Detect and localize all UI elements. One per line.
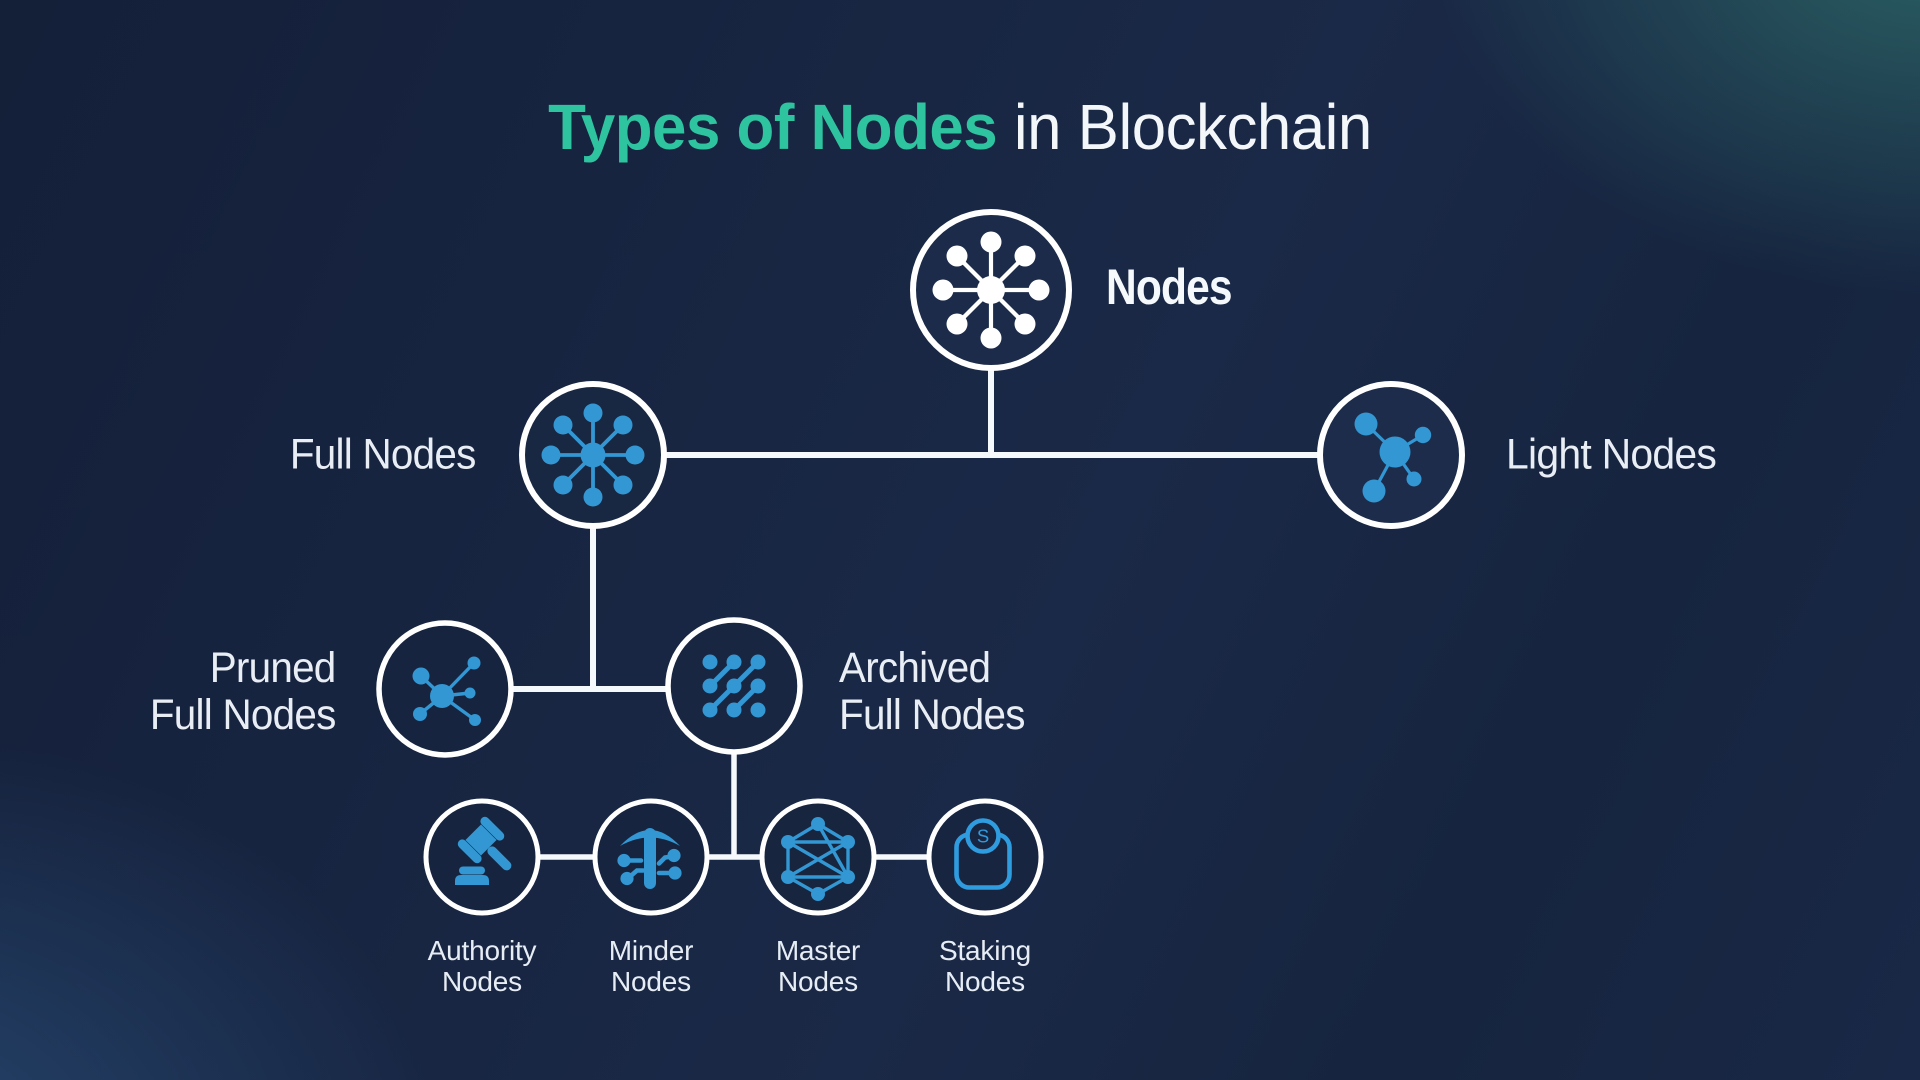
label-authority-line1: Authority <box>427 935 537 966</box>
node-staking-circle <box>926 798 1044 916</box>
label-minder-line2: Nodes <box>611 966 691 997</box>
node-authority-circle <box>423 798 541 916</box>
label-minder-line1: Minder <box>608 935 694 966</box>
node-full <box>519 381 667 529</box>
pickaxe-icon <box>617 828 682 889</box>
label-staking-line2: Nodes <box>945 966 1025 997</box>
label-authority-line2: Nodes <box>442 966 522 997</box>
stake-weight-icon: S <box>954 818 1012 890</box>
hub-network-icon <box>932 231 1050 349</box>
label-authority-nodes: Authority Nodes <box>428 935 537 997</box>
label-pruned-line1: Pruned <box>210 644 337 692</box>
hub-network-icon-blue <box>541 403 645 507</box>
label-staking-nodes: Staking Nodes <box>939 935 1031 997</box>
node-master-circle <box>759 798 877 916</box>
label-minder-nodes: Minder Nodes <box>608 935 694 997</box>
node-authority <box>423 798 541 916</box>
title-highlight: Types of Nodes <box>548 91 998 163</box>
node-master <box>759 798 877 916</box>
node-pruned <box>376 620 514 758</box>
label-master-line1: Master <box>775 935 861 966</box>
tree-edges <box>445 290 1391 860</box>
dot-grid-icon <box>702 654 766 718</box>
label-full-nodes: Full Nodes <box>290 430 476 479</box>
molecule-icon <box>1354 412 1432 503</box>
node-archived <box>665 617 803 755</box>
node-root <box>910 209 1072 371</box>
label-staking-line1: Staking <box>939 935 1031 966</box>
mesh-network-icon <box>781 817 855 901</box>
molecule-small-icon <box>412 656 481 726</box>
title-rest: in Blockchain <box>997 91 1372 163</box>
label-master-nodes: Master Nodes <box>775 935 861 997</box>
label-nodes: Nodes <box>1106 259 1232 315</box>
node-light <box>1317 381 1465 529</box>
label-archived-full-nodes: Archived Full Nodes <box>839 645 1025 739</box>
label-archived-line2: Full Nodes <box>839 691 1025 739</box>
label-light-nodes: Light Nodes <box>1506 430 1717 479</box>
node-minder <box>592 798 710 916</box>
label-master-line2: Nodes <box>778 966 858 997</box>
page-title: Types of Nodes in Blockchain <box>548 90 1372 164</box>
node-staking: S <box>926 798 1044 916</box>
label-pruned-full-nodes: Pruned Full Nodes <box>150 645 336 739</box>
label-archived-line1: Archived <box>839 644 991 692</box>
label-pruned-line2: Full Nodes <box>150 691 336 739</box>
stake-coin-letter: S <box>977 826 989 847</box>
